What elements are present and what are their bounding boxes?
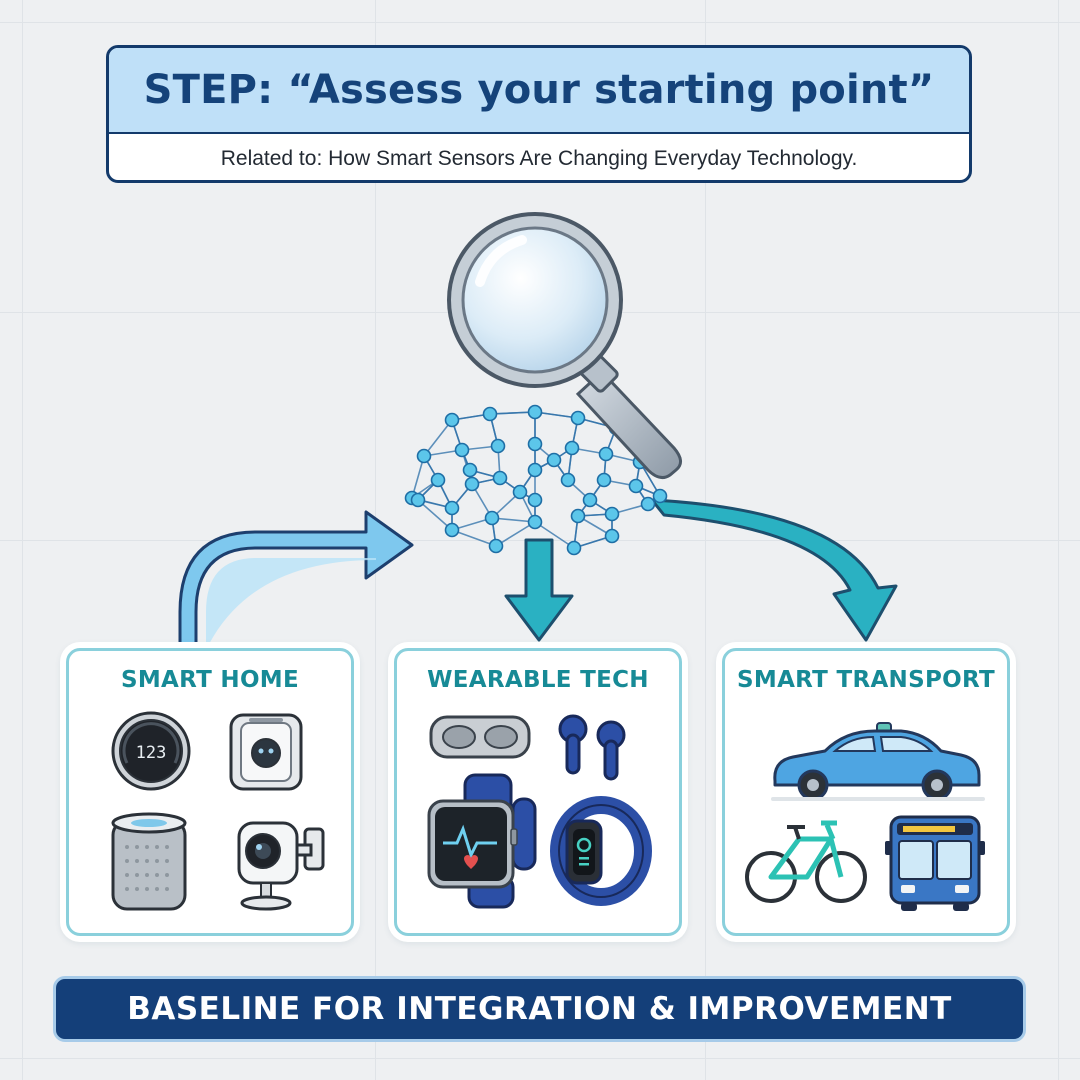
- network-link: [423, 419, 453, 457]
- sensor-network: [404, 404, 668, 556]
- network-node: [484, 510, 500, 526]
- network-node: [527, 462, 543, 478]
- network-node: [640, 496, 656, 512]
- network-node: [527, 514, 543, 530]
- network-link: [489, 411, 536, 415]
- wearable-tech-title: WEARABLE TECH: [427, 667, 649, 693]
- network-node: [527, 492, 543, 508]
- smart-speaker-icon: [111, 812, 187, 911]
- thermostat-icon: 123: [111, 711, 191, 791]
- arrow-to-wearables: [504, 538, 574, 642]
- smart-transport-card: SMART TRANSPORT: [722, 648, 1010, 936]
- arrow-to-transport: [650, 498, 898, 642]
- network-link: [451, 529, 497, 547]
- thermostat-readout: 123: [136, 743, 167, 763]
- network-link: [534, 521, 575, 549]
- step-title: STEP: “Assess your starting point”: [143, 67, 935, 113]
- network-node: [462, 462, 478, 478]
- title-band: STEP: “Assess your starting point”: [109, 48, 969, 134]
- network-node: [527, 436, 543, 452]
- network-node: [560, 472, 576, 488]
- network-node: [596, 472, 612, 488]
- network-node: [564, 440, 580, 456]
- self-driving-car-icon: [771, 722, 985, 801]
- network-node: [582, 492, 598, 508]
- network-node: [416, 448, 432, 464]
- smartwatch-icon: [427, 773, 537, 909]
- grid-line: [0, 22, 1080, 23]
- network-node: [464, 476, 480, 492]
- fitness-band-icon: [550, 796, 652, 906]
- network-node: [444, 412, 460, 428]
- bicycle-icon: [745, 820, 867, 903]
- security-camera-icon: [237, 821, 325, 911]
- network-node: [492, 470, 508, 486]
- network-node: [410, 492, 426, 508]
- network-node: [527, 404, 543, 420]
- network-node: [488, 538, 504, 554]
- smart-home-card: SMART HOME 123: [66, 648, 354, 936]
- subtitle-row: Related to: How Smart Sensors Are Changi…: [109, 134, 969, 180]
- title-card: STEP: “Assess your starting point” Relat…: [106, 45, 972, 183]
- network-node: [604, 528, 620, 544]
- earbuds-case-icon: [429, 715, 531, 759]
- network-node: [454, 442, 470, 458]
- network-node: [628, 478, 644, 494]
- network-node: [490, 438, 506, 454]
- network-node: [512, 484, 528, 500]
- network-node: [570, 508, 586, 524]
- related-subtitle: Related to: How Smart Sensors Are Changi…: [220, 147, 858, 170]
- network-node: [546, 452, 562, 468]
- network-node: [598, 446, 614, 462]
- baseline-banner-text: BASELINE FOR INTEGRATION & IMPROVEMENT: [127, 991, 952, 1027]
- network-node: [570, 410, 586, 426]
- magnifier-icon: [447, 212, 682, 480]
- smart-home-title: SMART HOME: [120, 667, 300, 693]
- earbuds-icon: [558, 714, 626, 781]
- smart-transport-title: SMART TRANSPORT: [737, 667, 995, 693]
- grid-line: [0, 1058, 1080, 1059]
- network-link: [417, 499, 453, 531]
- network-node: [444, 522, 460, 538]
- network-node: [566, 540, 582, 556]
- network-node: [604, 506, 620, 522]
- arrow-to-network: [178, 510, 414, 652]
- network-node: [652, 488, 668, 504]
- wearable-tech-card: WEARABLE TECH: [394, 648, 682, 936]
- network-link: [495, 521, 536, 547]
- network-node: [482, 406, 498, 422]
- network-node: [430, 472, 446, 488]
- baseline-banner: BASELINE FOR INTEGRATION & IMPROVEMENT: [53, 976, 1026, 1042]
- bus-icon: [885, 815, 985, 911]
- network-node: [444, 500, 460, 516]
- smart-plug-icon: [229, 713, 303, 791]
